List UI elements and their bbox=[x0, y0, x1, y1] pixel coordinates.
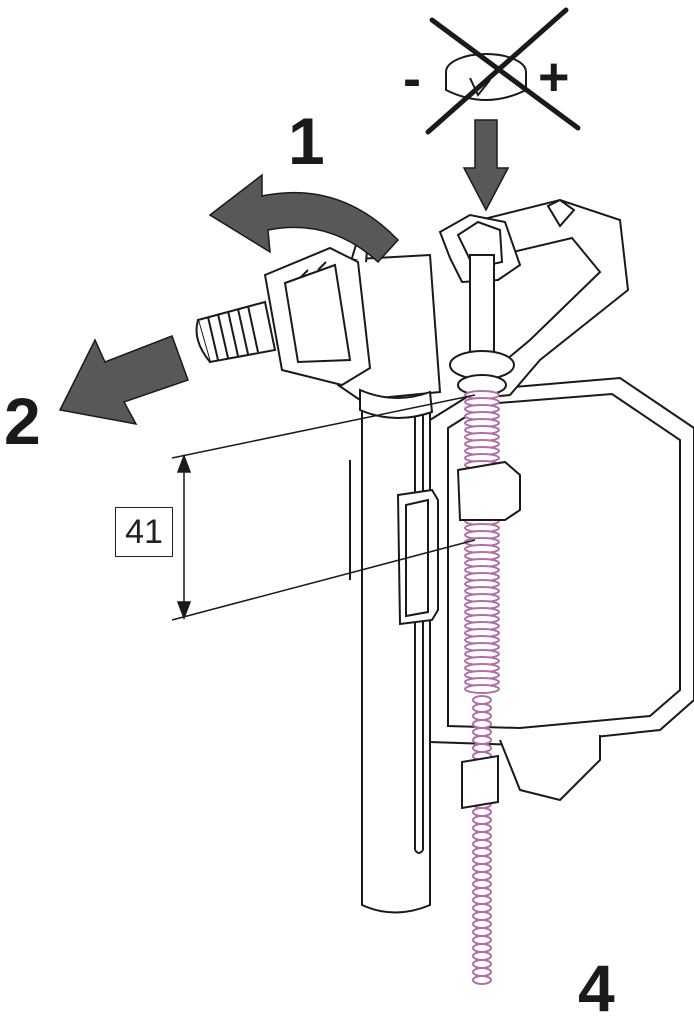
spring-coil bbox=[472, 743, 492, 753]
spring-coil bbox=[472, 719, 492, 729]
spring-coil bbox=[472, 919, 492, 929]
rotate-arrow-icon bbox=[208, 173, 400, 264]
spring-coil bbox=[472, 735, 492, 745]
spring-coil bbox=[472, 895, 492, 905]
spring-coil bbox=[464, 684, 500, 694]
inlet-thread bbox=[195, 300, 277, 364]
spring-coil bbox=[472, 831, 492, 841]
pull-arrow-icon bbox=[58, 335, 189, 426]
down-arrow-icon bbox=[462, 119, 510, 212]
float-rod bbox=[449, 254, 515, 396]
spring-coil bbox=[472, 943, 492, 953]
spring-coil bbox=[472, 823, 492, 833]
inlet-nut bbox=[263, 246, 372, 387]
valve-body-tube bbox=[349, 379, 431, 914]
spring-coil bbox=[472, 863, 492, 873]
spring-coil bbox=[472, 807, 492, 817]
step-number-1: 1 bbox=[288, 104, 325, 178]
spring-coil bbox=[472, 711, 492, 721]
spring-coil bbox=[472, 927, 492, 937]
spring-coil bbox=[472, 903, 492, 913]
increase-sign: + bbox=[538, 47, 570, 107]
fill-valve-diagram bbox=[58, 7, 694, 985]
spring-coil bbox=[472, 871, 492, 881]
tube-clip bbox=[396, 488, 439, 626]
spring-coil bbox=[472, 935, 492, 945]
spring-coil bbox=[472, 887, 492, 897]
spring-coil bbox=[472, 839, 492, 849]
crossed-out-icon bbox=[425, 7, 581, 135]
spring-coil bbox=[472, 911, 492, 921]
spring-coil bbox=[472, 695, 492, 705]
spring-coil bbox=[472, 703, 492, 713]
rod-clip bbox=[456, 460, 521, 810]
spring-coil bbox=[472, 951, 492, 961]
dimension-value: 41 bbox=[115, 507, 173, 557]
spring-coil bbox=[472, 879, 492, 889]
spring-coil bbox=[472, 975, 492, 985]
spring-coil bbox=[472, 967, 492, 977]
step-number-4: 4 bbox=[578, 951, 615, 1025]
step-number-2: 2 bbox=[4, 384, 41, 458]
spring-coil bbox=[472, 727, 492, 737]
dimension-lines bbox=[171, 394, 476, 621]
spring-coil bbox=[472, 815, 492, 825]
spring-coil bbox=[472, 847, 492, 857]
decrease-sign: - bbox=[403, 49, 421, 109]
spring-coil bbox=[472, 959, 492, 969]
spring-coil bbox=[472, 855, 492, 865]
